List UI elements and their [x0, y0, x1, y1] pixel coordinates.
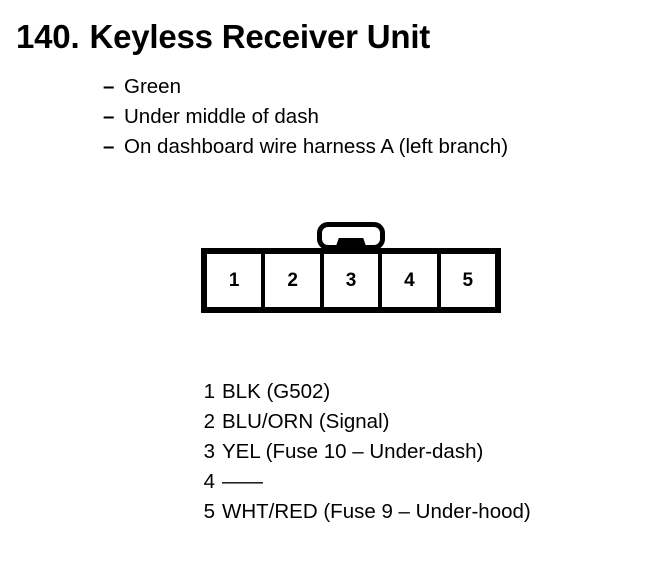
note-item-text: Green — [124, 75, 181, 98]
connector-latch-icon — [317, 222, 385, 252]
note-dash-icon: – — [103, 75, 115, 98]
pin-legend-description: —— — [222, 470, 263, 493]
connector-pin-label: 1 — [228, 270, 240, 291]
connector-diagram: 1 2 3 4 5 — [201, 222, 501, 317]
connector-pin-label: 3 — [345, 270, 357, 291]
connector-pin-cell-2: 2 — [265, 254, 324, 307]
pin-legend-row: 2 BLU/ORN (Signal) — [198, 407, 531, 437]
pin-legend-list: 1 BLK (G502) 2 BLU/ORN (Signal) 3 YEL (Fuse… — [198, 377, 531, 527]
note-item-2: –On dashboard wire harness A (left branc… — [103, 132, 508, 162]
connector-pin-cell-5: 5 — [441, 254, 495, 307]
connector-pin-label: 4 — [404, 270, 415, 291]
connector-pin-cell-1: 1 — [207, 254, 266, 307]
pin-legend-number: 5 — [203, 500, 215, 523]
page-title-number: 140. — [16, 18, 80, 55]
connector-pin-label: 5 — [462, 270, 474, 291]
pin-legend-number: 1 — [203, 380, 215, 403]
pin-legend-number: 4 — [203, 470, 215, 493]
pin-legend-row: 1 BLK (G502) — [198, 377, 531, 407]
note-item-text: On dashboard wire harness A (left branch… — [124, 135, 509, 158]
pin-legend-description: YEL (Fuse 10 – Under-dash) — [222, 440, 484, 463]
pin-legend-number: 3 — [203, 440, 215, 463]
page-title-text: Keyless Receiver Unit — [89, 18, 431, 55]
connector-pin-cell-4: 4 — [382, 254, 441, 307]
pin-legend-row: 3 YEL (Fuse 10 – Under-dash) — [198, 437, 531, 467]
page-title: 140.Keyless Receiver Unit — [16, 20, 430, 53]
note-dash-icon: – — [103, 105, 115, 128]
notes-list: –Green –Under middle of dash –On dashboa… — [103, 72, 508, 162]
note-item-1: –Under middle of dash — [103, 102, 508, 132]
connector-pin-cell-3: 3 — [324, 254, 383, 307]
pin-legend-description: WHT/RED (Fuse 9 – Under-hood) — [222, 500, 531, 523]
pin-legend-description: BLU/ORN (Signal) — [222, 410, 390, 433]
note-dash-icon: – — [103, 135, 115, 158]
pin-legend-number: 2 — [203, 410, 215, 433]
pin-legend-description: BLK (G502) — [222, 380, 331, 403]
note-item-text: Under middle of dash — [124, 105, 319, 128]
connector-body: 1 2 3 4 5 — [201, 248, 501, 313]
pin-legend-row: 5 WHT/RED (Fuse 9 – Under-hood) — [198, 497, 531, 527]
note-item-0: –Green — [103, 72, 508, 102]
pin-legend-row: 4 —— — [198, 467, 531, 497]
connector-pin-label: 2 — [287, 270, 298, 291]
